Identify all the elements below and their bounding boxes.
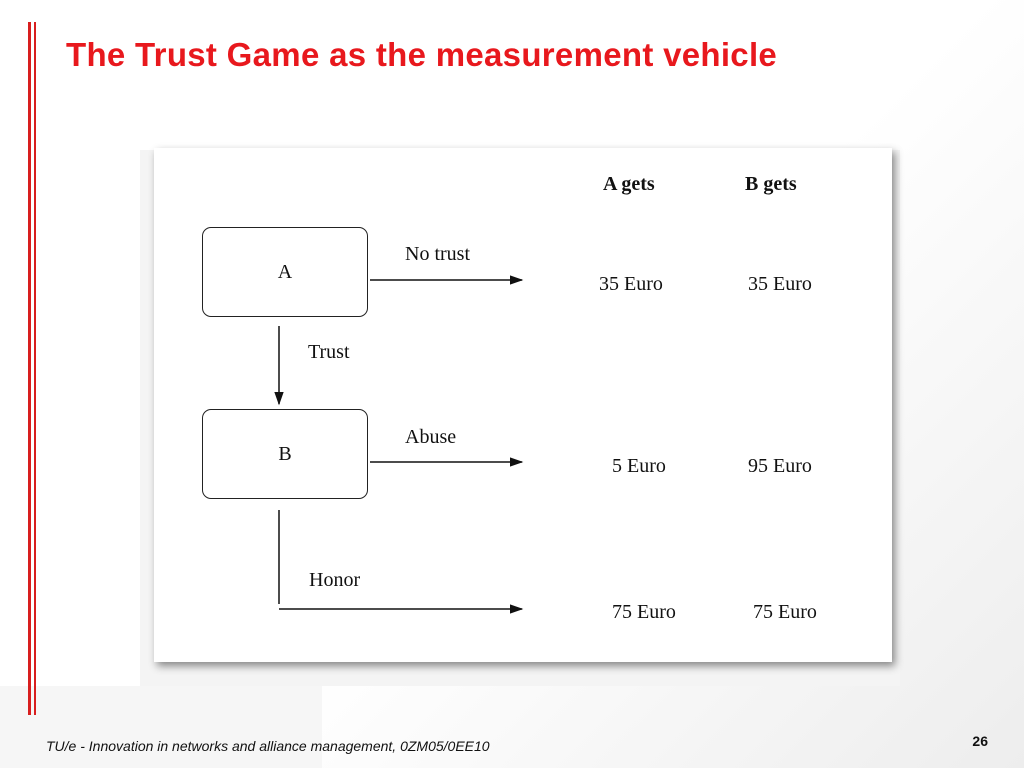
diagram-arrows	[274, 275, 524, 614]
left-accent-rule-thin	[34, 22, 36, 715]
label-no-trust: No trust	[405, 243, 470, 265]
label-honor: Honor	[309, 569, 361, 591]
header-b-gets: B gets	[745, 173, 797, 195]
header-a-gets: A gets	[603, 173, 655, 195]
payoff-abuse-b: 95 Euro	[748, 455, 812, 477]
label-abuse: Abuse	[405, 426, 457, 448]
payoff-no-trust-b: 35 Euro	[748, 273, 812, 295]
label-trust: Trust	[308, 341, 350, 363]
background-corner	[0, 686, 322, 768]
payoff-no-trust-a: 35 Euro	[599, 273, 663, 295]
payoff-honor-b: 75 Euro	[753, 601, 817, 623]
payoff-honor-a: 75 Euro	[612, 601, 676, 623]
node-a: A	[202, 227, 368, 317]
left-accent-rule	[28, 22, 31, 715]
slide-footer: TU/e - Innovation in networks and allian…	[46, 738, 490, 754]
payoff-abuse-a: 5 Euro	[612, 455, 666, 477]
page-number: 26	[972, 733, 988, 749]
trust-game-diagram: A gets B gets A B No trust Trust Abuse H…	[154, 148, 892, 662]
node-b: B	[202, 409, 368, 499]
slide-title: The Trust Game as the measurement vehicl…	[66, 36, 778, 73]
